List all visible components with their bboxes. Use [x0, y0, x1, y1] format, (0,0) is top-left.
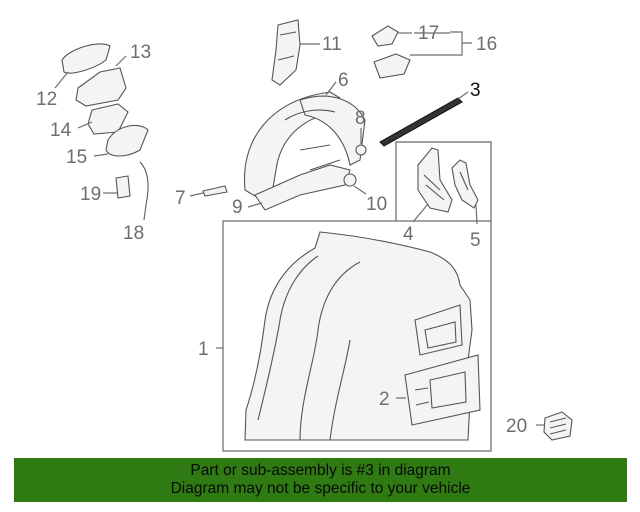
callout-2: 2 [379, 389, 390, 410]
vent-20 [543, 411, 573, 441]
callout-13: 13 [130, 42, 151, 63]
inner-brackets [417, 147, 479, 213]
fasteners [202, 144, 367, 197]
info-banner: Part or sub-assembly is #3 in diagram Di… [14, 458, 627, 502]
bracket-box [395, 141, 492, 221]
molding-strip-3 [379, 97, 463, 147]
callout-7: 7 [175, 188, 186, 209]
inner-panel-11 [271, 19, 301, 86]
banner-line-2: Diagram may not be specific to your vehi… [170, 480, 471, 497]
callout-19: 19 [80, 184, 101, 205]
callout-18: 18 [123, 223, 144, 244]
wheelhouse-liner [243, 91, 366, 211]
clips-16-17 [371, 25, 411, 79]
callout-20: 20 [506, 416, 527, 437]
banner-line-1: Part or sub-assembly is #3 in diagram [190, 462, 451, 479]
callout-16: 16 [476, 34, 497, 55]
callout-6: 6 [338, 70, 349, 91]
rear-bracket [404, 354, 481, 426]
leader-lines [54, 31, 545, 426]
callout-10: 10 [366, 194, 387, 215]
callout-5: 5 [470, 230, 481, 251]
parts-diagram: 1 2 3 4 5 6 7 8 9 10 11 12 13 14 15 16 1… [36, 19, 573, 452]
fuel-door-parts [61, 43, 149, 206]
callout-1: 1 [198, 339, 209, 360]
callout-15: 15 [66, 147, 87, 168]
callout-4: 4 [403, 224, 414, 245]
callout-11: 11 [322, 34, 342, 55]
callout-17: 17 [418, 23, 439, 44]
callout-12: 12 [36, 89, 57, 110]
callout-8: 8 [355, 108, 366, 129]
callout-3: 3 [470, 80, 481, 101]
callout-14: 14 [50, 120, 72, 141]
quarter-panel-box [222, 220, 492, 452]
callout-9: 9 [232, 197, 243, 218]
